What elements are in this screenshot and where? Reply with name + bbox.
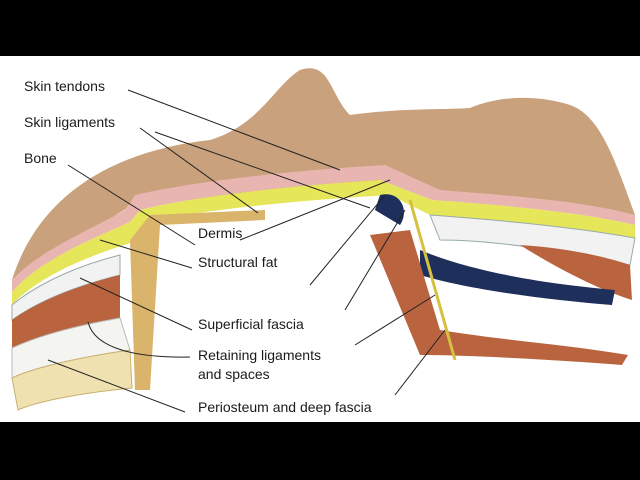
label-skin-ligaments: Skin ligaments xyxy=(24,114,116,130)
leader-lines xyxy=(47,89,446,413)
structural-fat-layer xyxy=(12,180,635,305)
label-retaining-ligaments: Retaining ligaments xyxy=(198,347,321,363)
label-bone: Bone xyxy=(24,150,57,166)
anatomy-illustration xyxy=(11,68,636,413)
nerve xyxy=(408,199,457,361)
navy-fascia-right xyxy=(375,194,404,225)
label-superficial-fascia: Superficial fascia xyxy=(198,316,304,332)
muscle-right-lower xyxy=(370,230,628,365)
dermis-layer xyxy=(12,165,635,292)
label-periosteum: Periosteum and deep fascia xyxy=(198,399,372,415)
label-skin-tendons: Skin tendons xyxy=(24,78,105,94)
muscle-right-upper xyxy=(520,245,632,300)
muscle-left xyxy=(12,275,120,348)
anatomy-diagram: Skin tendons Skin ligaments Bone Dermis … xyxy=(0,56,640,422)
bone-orbit-rim xyxy=(130,210,265,390)
label-dermis: Dermis xyxy=(198,225,243,241)
bone-left xyxy=(11,349,133,411)
label-retaining-spaces: and spaces xyxy=(198,366,270,382)
label-structural-fat: Structural fat xyxy=(198,254,278,270)
superficial-fascia-right xyxy=(429,214,636,266)
deep-fascia-right xyxy=(420,250,615,305)
